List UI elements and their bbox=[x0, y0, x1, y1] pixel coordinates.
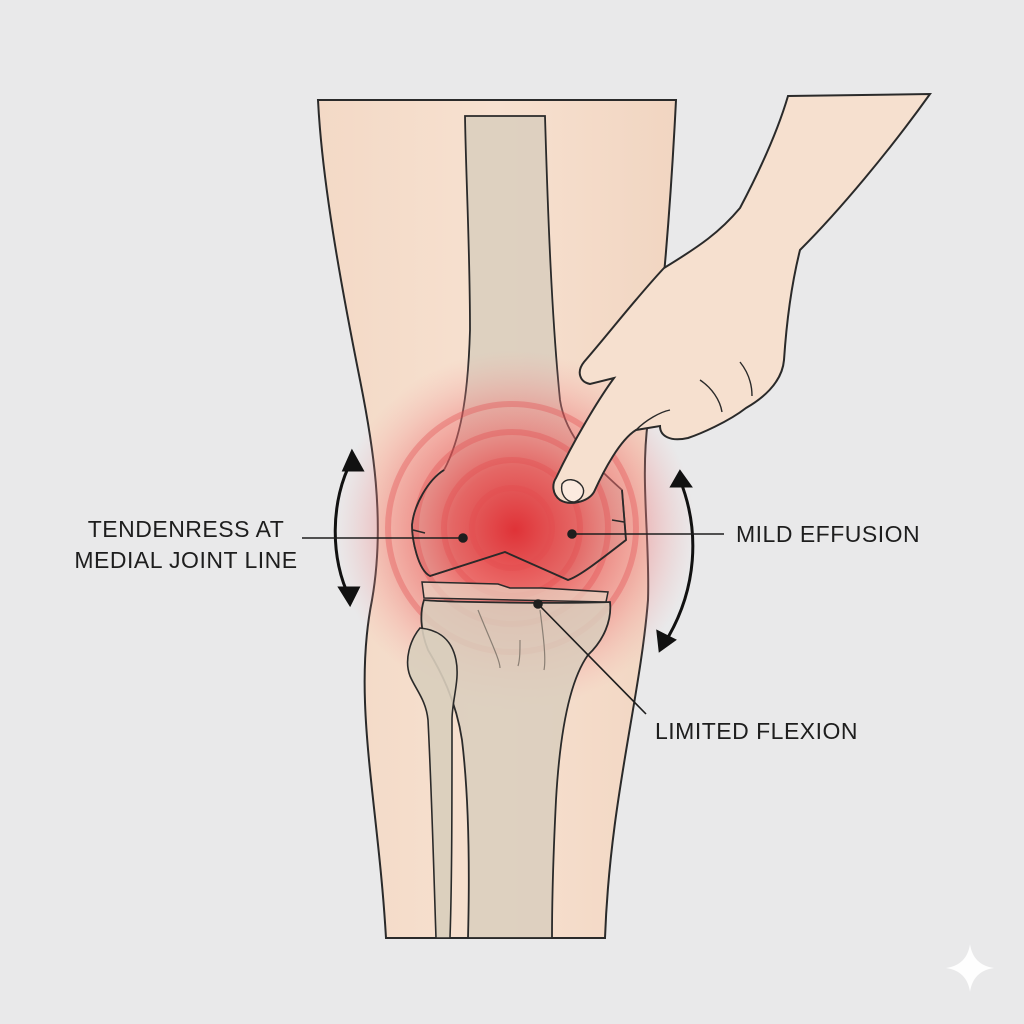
effusion-annotation: MILD EFFUSION bbox=[736, 521, 921, 547]
flexion-annotation: LIMITED FLEXION bbox=[655, 718, 859, 744]
sparkle-icon bbox=[946, 944, 994, 992]
fibula-bone bbox=[406, 627, 458, 939]
femoral-condyle bbox=[411, 469, 627, 581]
right-range-of-motion-arrow bbox=[656, 469, 695, 653]
fingernail bbox=[560, 479, 585, 503]
tenderness-annotation: TENDENRESS AT MEDIAL JOINT LINE bbox=[70, 514, 302, 576]
meniscus bbox=[421, 581, 609, 603]
leader-lines bbox=[302, 529, 724, 715]
tenderness-label-line1: TENDENRESS AT bbox=[87, 516, 285, 542]
tenderness-label-line2: MEDIAL JOINT LINE bbox=[74, 547, 298, 573]
left-range-of-motion-arrow bbox=[333, 448, 365, 608]
examiner-hand bbox=[552, 92, 932, 504]
